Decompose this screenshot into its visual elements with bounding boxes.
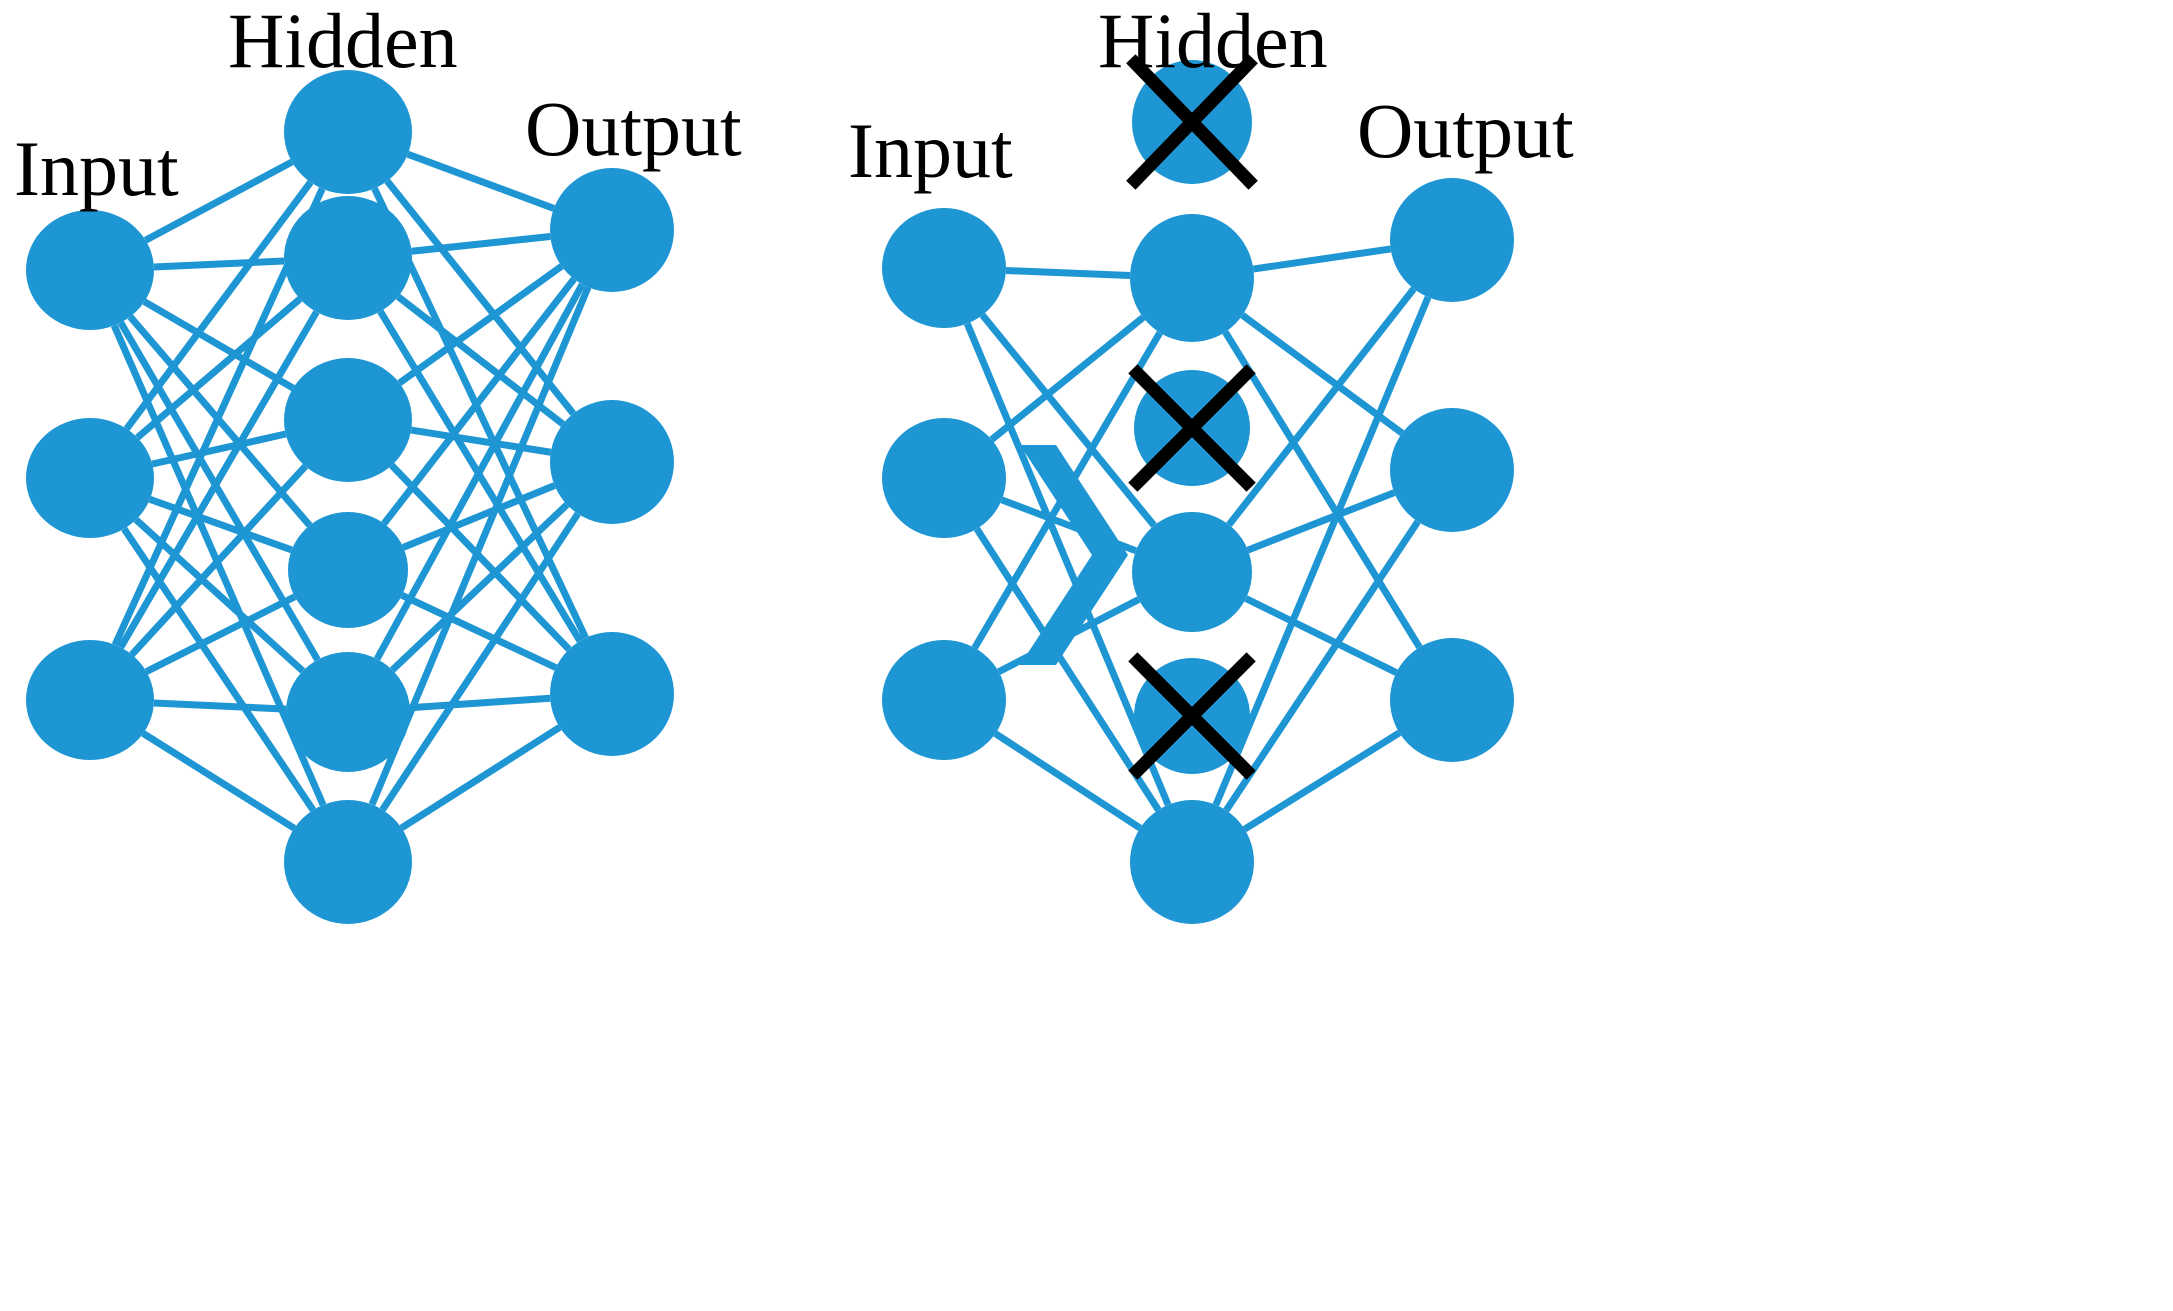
connection-edge	[1252, 245, 1392, 273]
connection-edge	[399, 724, 562, 831]
output-node	[550, 632, 674, 756]
connection-edge	[389, 462, 572, 652]
connection-edge	[384, 178, 577, 416]
connection-edge	[143, 158, 294, 244]
connection-edge	[400, 592, 558, 671]
hidden-node	[1132, 512, 1252, 632]
hidden-node	[1130, 800, 1254, 924]
connection-edge	[401, 482, 556, 551]
output-node	[550, 168, 674, 292]
output-node	[1390, 178, 1514, 302]
connection-edge	[1222, 330, 1423, 650]
left-network-edges	[111, 150, 592, 832]
connection-edge	[129, 463, 308, 657]
input-node	[882, 418, 1006, 538]
right-hidden-layer-label: Hidden	[1098, 0, 1328, 84]
connection-edge	[395, 293, 566, 427]
connection-edge	[379, 511, 581, 812]
connection-edge	[148, 496, 293, 554]
input-node	[882, 208, 1006, 328]
left-network-nodes	[26, 70, 674, 924]
connection-edge	[1005, 267, 1131, 279]
left-input-layer-label: Input	[14, 125, 179, 212]
connection-edge	[142, 298, 295, 392]
connection-edge	[135, 296, 303, 441]
connection-edge	[153, 699, 287, 713]
connection-edge	[993, 730, 1143, 832]
hidden-node	[284, 70, 412, 194]
connection-edge	[1212, 295, 1432, 807]
input-node	[26, 640, 154, 760]
right-output-layer-label: Output	[1357, 87, 1574, 174]
connection-edge	[381, 276, 577, 526]
connection-edge	[964, 322, 1172, 807]
dropout-cross-marks	[1126, 54, 1258, 780]
connection-edge	[989, 314, 1146, 443]
connection-edge	[121, 526, 316, 812]
input-node	[26, 418, 154, 538]
connection-edge	[373, 282, 586, 661]
hidden-node	[288, 512, 408, 628]
transform-arrow	[1020, 445, 1128, 665]
chevron-right-icon	[1020, 445, 1128, 665]
hidden-node	[286, 652, 410, 772]
connection-edge	[389, 502, 570, 673]
connection-edge	[1246, 489, 1396, 554]
connection-edge	[1244, 595, 1398, 676]
connection-edge	[1226, 286, 1417, 527]
connection-edge	[144, 593, 297, 675]
connection-edge	[411, 233, 551, 255]
input-node	[882, 640, 1006, 760]
connection-edge	[123, 180, 314, 431]
connection-edge	[397, 263, 564, 386]
dropout-cross-icon	[1128, 364, 1256, 492]
connection-edge	[973, 526, 1162, 812]
hidden-node	[284, 358, 412, 482]
connection-edge	[979, 312, 1157, 528]
output-node	[1390, 408, 1514, 532]
connection-edge	[117, 310, 320, 650]
connection-edge	[141, 730, 297, 832]
connection-edge	[1240, 312, 1405, 436]
connection-edge	[1242, 729, 1402, 833]
output-node	[1390, 638, 1514, 762]
input-node	[26, 210, 154, 330]
dropout-cross-icon	[1126, 54, 1258, 190]
connection-edge	[406, 150, 556, 212]
hidden-node	[284, 196, 412, 320]
connection-edge	[1223, 519, 1421, 813]
left-hidden-layer-label: Hidden	[228, 0, 458, 84]
left-output-layer-label: Output	[525, 85, 742, 172]
hidden-node	[1130, 214, 1254, 342]
connection-edge	[151, 430, 287, 468]
hidden-node	[284, 800, 412, 924]
connection-edge	[410, 426, 552, 456]
dropout-cross-icon	[1128, 652, 1256, 780]
output-node	[550, 400, 674, 524]
right-input-layer-label: Input	[848, 107, 1013, 194]
connection-edge	[409, 694, 551, 712]
connection-edge	[153, 257, 285, 271]
